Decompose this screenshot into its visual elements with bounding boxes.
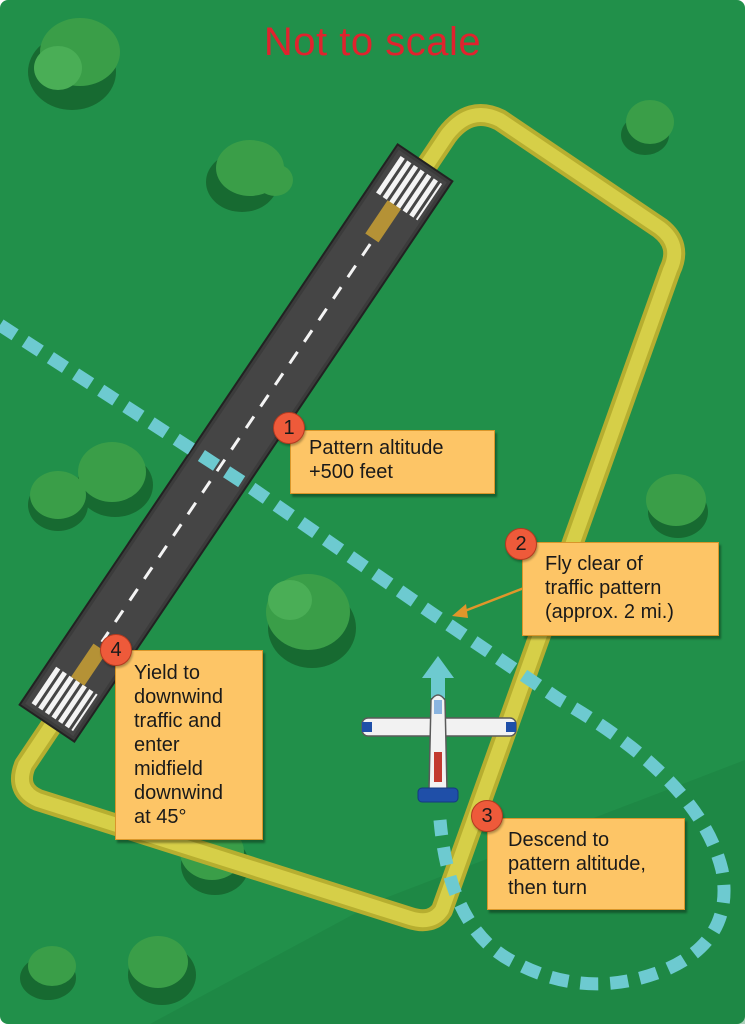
callout-1: Pattern altitude +500 feet bbox=[290, 430, 495, 494]
tree bbox=[20, 946, 76, 1000]
runway-threshold-north bbox=[374, 154, 443, 221]
tree bbox=[128, 936, 196, 1005]
callout-1-number: 1 bbox=[273, 412, 305, 444]
tree bbox=[206, 140, 293, 212]
callout-2-pointer bbox=[461, 586, 525, 614]
runway bbox=[18, 142, 454, 744]
callout-2: Fly clear of traffic pattern (approx. 2 … bbox=[522, 542, 719, 636]
callout-line: midfield bbox=[134, 758, 203, 780]
runway-aiming-mark bbox=[71, 643, 107, 686]
callout-line: pattern altitude, bbox=[508, 853, 646, 875]
callout-3: Descend to pattern altitude, then turn bbox=[487, 818, 685, 910]
callout-line: Yield to bbox=[134, 662, 200, 684]
callout-line: Fly clear of bbox=[545, 553, 643, 575]
airplane-icon bbox=[361, 694, 517, 803]
flight-path bbox=[0, 319, 731, 991]
callout-line: traffic pattern bbox=[545, 577, 662, 599]
callout-line: +500 feet bbox=[309, 461, 393, 483]
callout-4-number: 4 bbox=[100, 634, 132, 666]
callout-3-number: 3 bbox=[471, 800, 503, 832]
diagram-title: Not to scale bbox=[263, 20, 482, 64]
tree bbox=[28, 18, 120, 110]
callout-2-pointer-head bbox=[452, 604, 468, 618]
runway-centerline bbox=[100, 243, 372, 643]
tree bbox=[28, 442, 153, 531]
grass-shade bbox=[0, 760, 745, 1024]
tree bbox=[621, 100, 674, 155]
callout-line: downwind bbox=[134, 686, 223, 708]
callout-line: then turn bbox=[508, 877, 587, 899]
callout-line: downwind bbox=[134, 782, 223, 804]
callout-2-number: 2 bbox=[505, 528, 537, 560]
callout-line: enter bbox=[134, 734, 180, 756]
runway-aiming-mark bbox=[365, 200, 401, 243]
callout-line: Pattern altitude bbox=[309, 437, 444, 459]
trees bbox=[20, 18, 708, 1005]
callout-line: Descend to bbox=[508, 829, 610, 851]
runway-threshold-south bbox=[29, 665, 98, 732]
callout-line: (approx. 2 mi.) bbox=[545, 601, 674, 623]
callout-line: at 45° bbox=[134, 806, 187, 828]
arrow-up-icon bbox=[422, 656, 454, 698]
tree bbox=[646, 474, 708, 538]
tree bbox=[266, 574, 356, 668]
callout-line: traffic and bbox=[134, 710, 222, 732]
callout-4: Yield to downwind traffic and enter midf… bbox=[115, 650, 263, 840]
